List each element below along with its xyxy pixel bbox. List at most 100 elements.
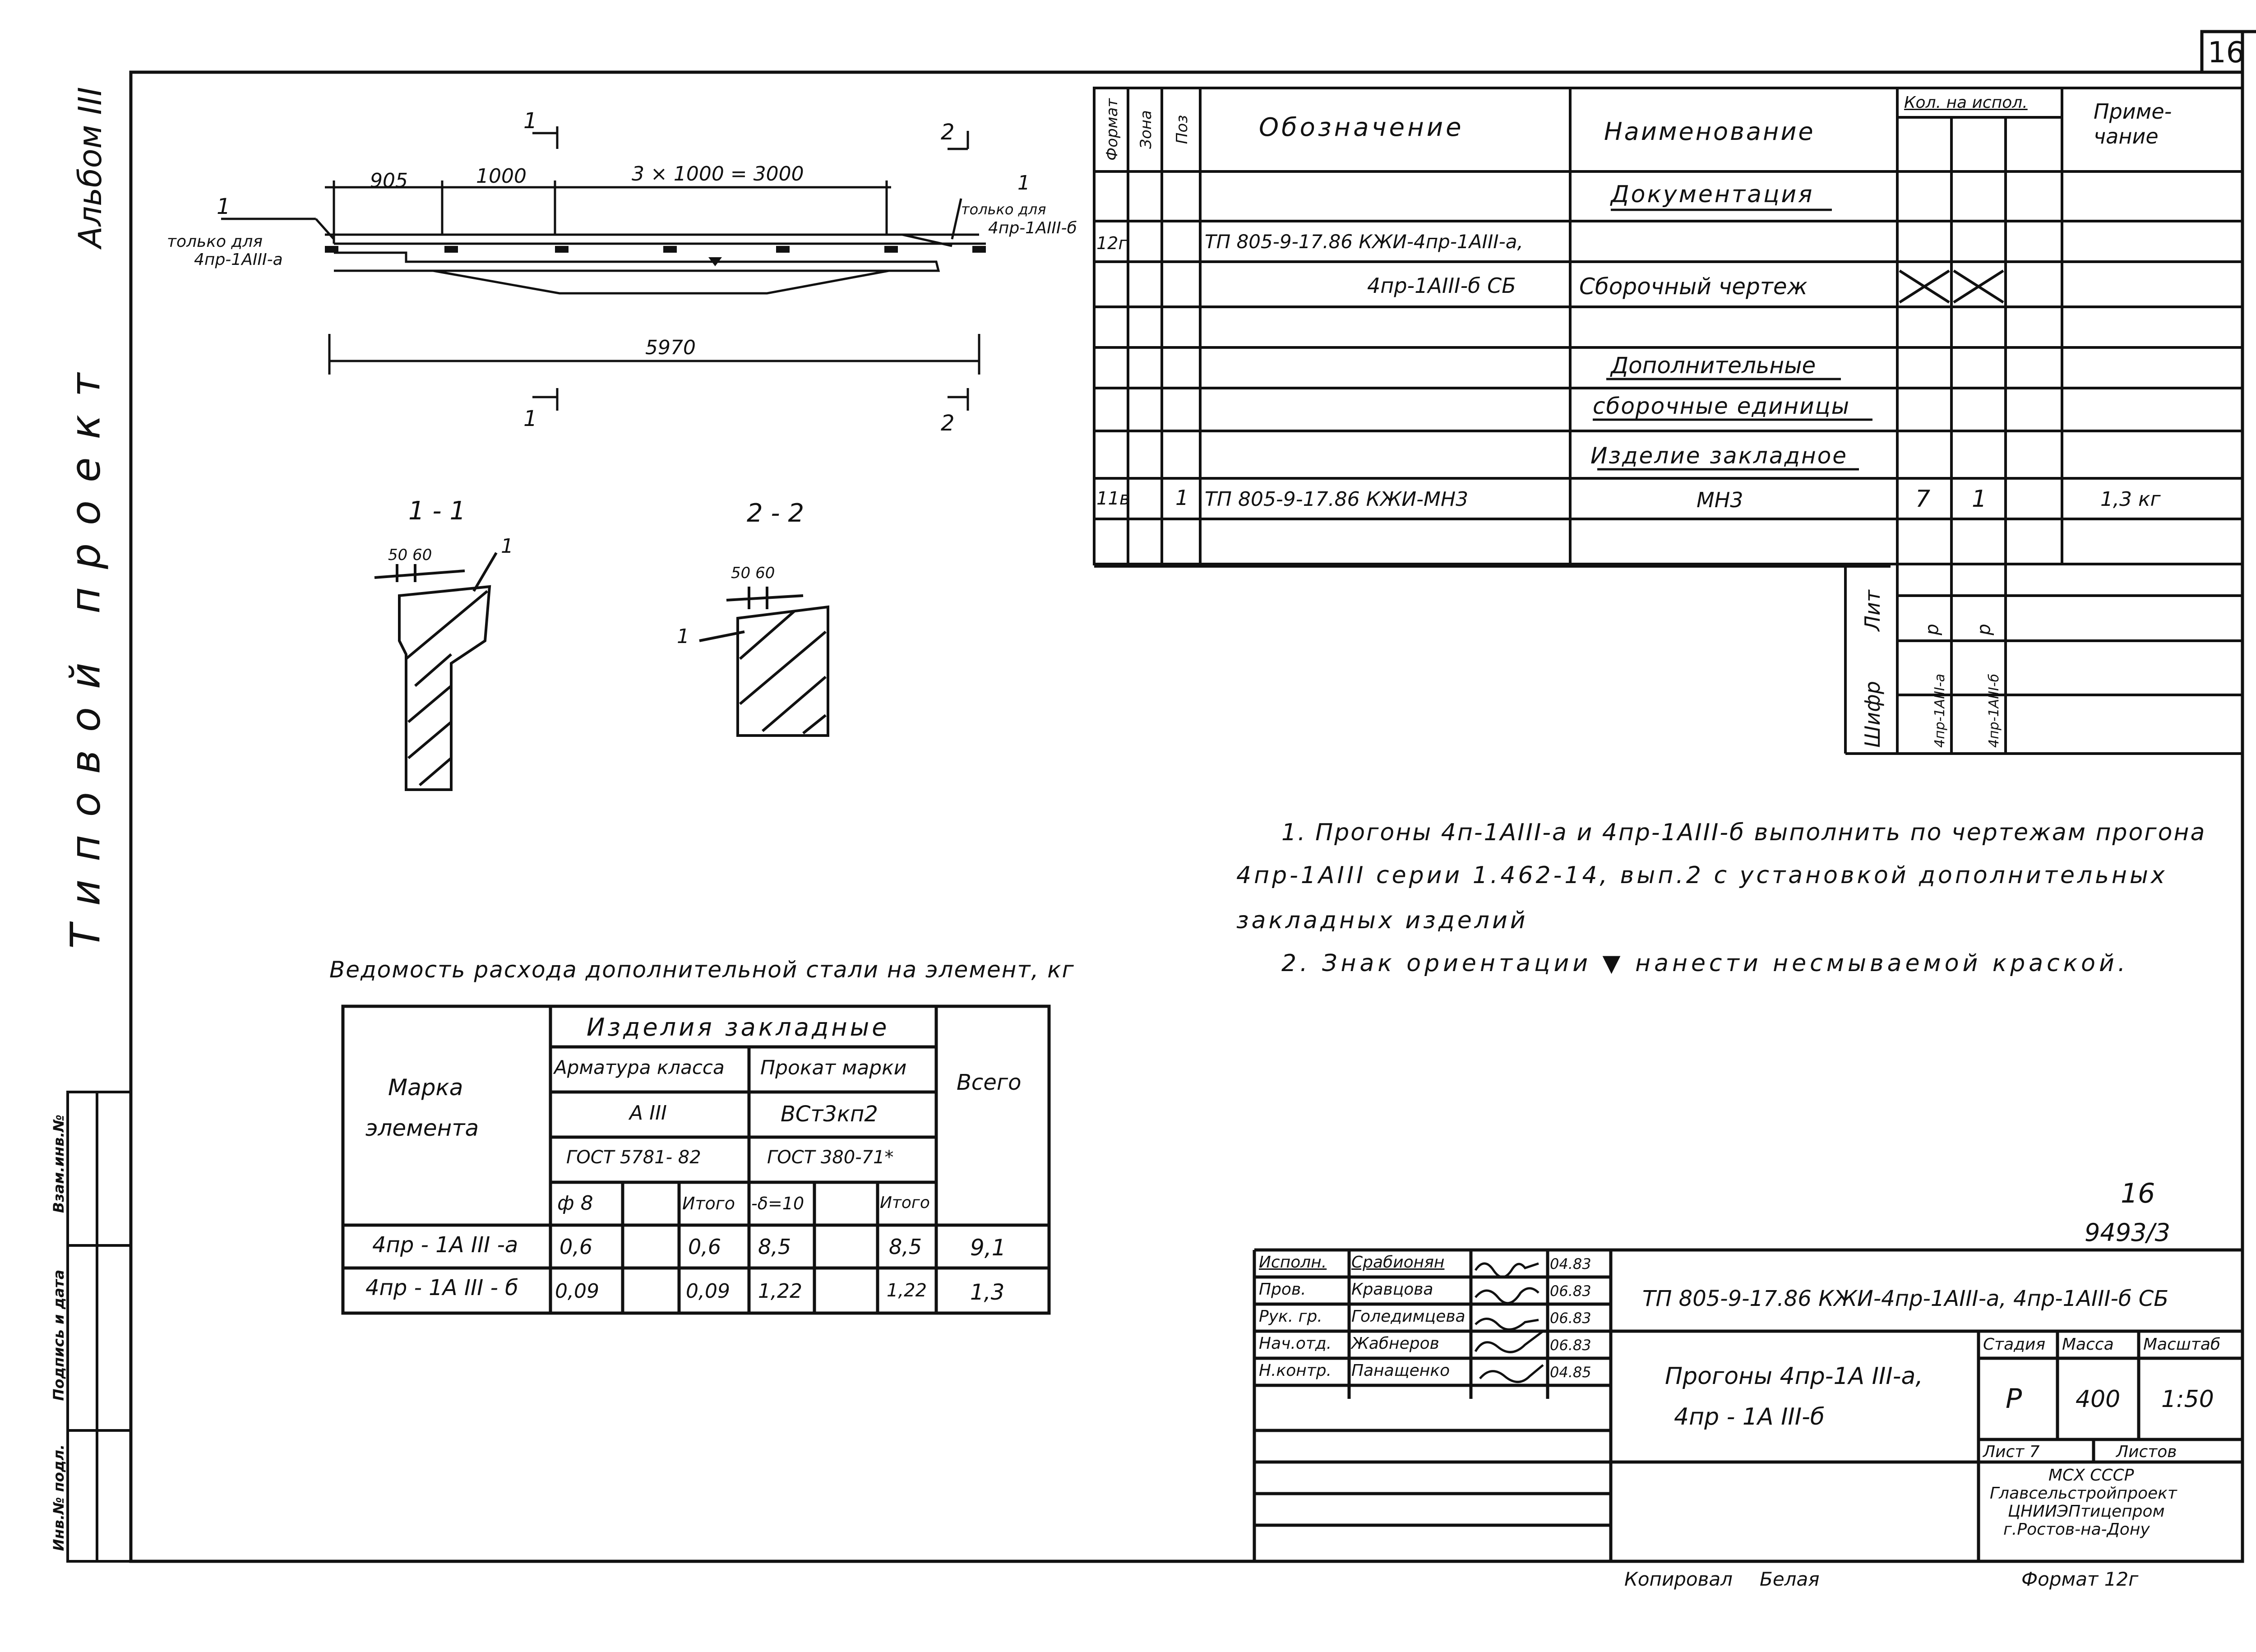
steel-header-gost1: ГОСТ 5781- 82 xyxy=(566,1147,701,1168)
drawing-title-line-1: Прогоны 4пр-1А III-а, xyxy=(1665,1363,1923,1390)
person-role: Пров. xyxy=(1259,1280,1306,1299)
callout-only-for-b-line1: только для xyxy=(961,201,1046,218)
spec-row-name: сборочные единицы xyxy=(1593,393,1850,419)
steel-table-title: Ведомость расхода дополнительной стали н… xyxy=(329,957,1075,983)
spec-row-name: Сборочный чертеж xyxy=(1579,273,1808,300)
steel-header-total: Всего xyxy=(957,1070,1022,1095)
spec-header-pos: Поз xyxy=(1173,115,1191,144)
spec-header-note: Приме-чание xyxy=(2094,99,2172,149)
person-role: Исполн. xyxy=(1259,1253,1327,1272)
spec-row-designation: ТП 805-9-17.86 КЖИ-4пр-1АIII-а, xyxy=(1205,231,1523,253)
person-role: Рук. гр. xyxy=(1259,1307,1322,1326)
spec-row-name: Дополнительные xyxy=(1611,352,1816,379)
stage-value: Р xyxy=(2006,1383,2022,1415)
section-2-dims: 50 60 xyxy=(731,564,775,582)
org-line-1: МСХ СССР xyxy=(2048,1466,2134,1485)
dimension-905: 905 xyxy=(370,169,408,192)
section-2-2 xyxy=(699,587,829,737)
callout-1: 1 xyxy=(217,194,231,219)
dimension-3x1000: 3 × 1000 = 3000 xyxy=(632,162,804,185)
side-stamp-cell-1: Взам.инв.№ xyxy=(50,1114,67,1213)
section-1-callout: 1 xyxy=(501,535,513,558)
format-label: Формат 12г xyxy=(2021,1568,2139,1590)
section-mark-1-top: 1 xyxy=(523,108,537,134)
side-stamp-grid xyxy=(66,1091,132,1563)
person-name: Панащенко xyxy=(1351,1361,1450,1380)
archive-number: 9493/3 xyxy=(2085,1218,2170,1247)
note-line-2: 4пр-1АIII серии 1.462-14, вып.2 с устано… xyxy=(1236,862,2168,889)
steel-header-rebar: Арматура класса xyxy=(554,1056,725,1078)
scale-value: 1:50 xyxy=(2161,1386,2214,1413)
scale-label: Масштаб xyxy=(2143,1335,2221,1354)
steel-row-itogo2: 8,5 xyxy=(889,1235,922,1259)
copied-by-label: Копировал xyxy=(1624,1568,1733,1590)
person-name: Жабнеров xyxy=(1351,1334,1439,1353)
note-line-4: 2. Знак ориентации ▼ нанести несмываемой… xyxy=(1281,950,2129,977)
section-1-1 xyxy=(374,552,498,791)
spec-row-format: 11в xyxy=(1096,488,1130,509)
steel-row-itogo1: 0,6 xyxy=(688,1235,721,1259)
steel-row-total: 1,3 xyxy=(970,1280,1005,1305)
spec-row-name: Изделие закладное xyxy=(1590,443,1848,469)
sheet-number: 16 xyxy=(2208,36,2245,69)
section-2-2-title: 2 - 2 xyxy=(747,499,804,528)
steel-header-itogo-2: Итого xyxy=(880,1194,930,1212)
steel-table-grid xyxy=(341,1004,1051,1315)
beam-elevation xyxy=(221,126,986,411)
steel-row-d8: 0,09 xyxy=(555,1280,599,1303)
section-mark-2-top: 2 xyxy=(941,120,955,145)
lit-value-a: р xyxy=(1922,624,1943,635)
spec-row-designation: 4пр-1АIII-б СБ xyxy=(1367,273,1516,298)
dimension-1000: 1000 xyxy=(476,165,527,188)
embedded-plate-mark xyxy=(325,246,338,253)
steel-header-itogo-1: Итого xyxy=(682,1194,735,1213)
spec-row-name: МН3 xyxy=(1697,488,1743,512)
sheet-label: Лист 7 xyxy=(1983,1443,2040,1461)
steel-header-vst: ВСт3кп2 xyxy=(781,1101,878,1127)
steel-row-d10: 8,5 xyxy=(758,1235,791,1259)
copied-by-name: Белая xyxy=(1760,1568,1820,1590)
steel-header-d8: ф 8 xyxy=(557,1192,593,1215)
person-date: 06.83 xyxy=(1550,1282,1591,1300)
album-label: Альбом III xyxy=(72,87,109,248)
dimension-5970: 5970 xyxy=(645,336,696,359)
mass-label: Масса xyxy=(2062,1335,2114,1354)
cipher-value-a: 4пр-1АIII-а xyxy=(1932,674,1948,748)
spec-row-pos: 1 xyxy=(1175,486,1189,510)
steel-row-mark: 4пр - 1А III -а xyxy=(372,1232,518,1258)
steel-row-total: 9,1 xyxy=(970,1235,1006,1261)
steel-row-mark: 4пр - 1А III - б xyxy=(365,1275,518,1300)
spec-row-note: 1,3 кг xyxy=(2100,488,2161,511)
person-date: 06.83 xyxy=(1550,1310,1591,1327)
section-1-dims: 50 60 xyxy=(388,546,432,564)
spec-table-grid xyxy=(1093,87,2244,755)
spec-row-designation: ТП 805-9-17.86 КЖИ-МН3 xyxy=(1205,488,1469,511)
org-line-2: Главсельстройпроект xyxy=(1990,1484,2177,1503)
stage-label: Стадия xyxy=(1983,1335,2046,1354)
drawing-code: ТП 805-9-17.86 КЖИ-4пр-1АIII-а, 4пр-1АII… xyxy=(1642,1286,2169,1311)
lit-value-b: р xyxy=(1974,624,1995,635)
lit-label: Лит xyxy=(1860,590,1885,631)
project-type-label: Типовой проект xyxy=(62,355,110,949)
person-date: 06.83 xyxy=(1550,1337,1591,1354)
person-date: 04.85 xyxy=(1550,1364,1591,1381)
person-role: Н.контр. xyxy=(1259,1361,1332,1380)
spec-header-name: Наименование xyxy=(1604,117,1815,146)
spec-header-format: Формат xyxy=(1103,98,1121,161)
steel-header-group: Изделия закладные xyxy=(587,1013,890,1041)
section-mark-2-bottom: 2 xyxy=(941,411,955,436)
section-1-1-title: 1 - 1 xyxy=(408,496,466,526)
section-mark-1-bottom: 1 xyxy=(523,406,537,431)
side-stamp-cell-2: Подпись и дата xyxy=(50,1269,67,1401)
person-role: Нач.отд. xyxy=(1259,1334,1332,1353)
cipher-value-b: 4пр-1АIII-б xyxy=(1986,673,2002,748)
section-2-callout: 1 xyxy=(677,625,689,648)
sheet-frame xyxy=(129,70,2244,1563)
spec-header-zone: Зона xyxy=(1137,110,1155,149)
spec-row-qty1: 7 xyxy=(1915,486,1931,513)
person-name: Голедимцева xyxy=(1351,1307,1465,1326)
steel-header-rolled: Прокат марки xyxy=(760,1056,907,1079)
spec-row-name: Документация xyxy=(1611,181,1814,208)
title-block-grid xyxy=(1253,1248,2242,1561)
